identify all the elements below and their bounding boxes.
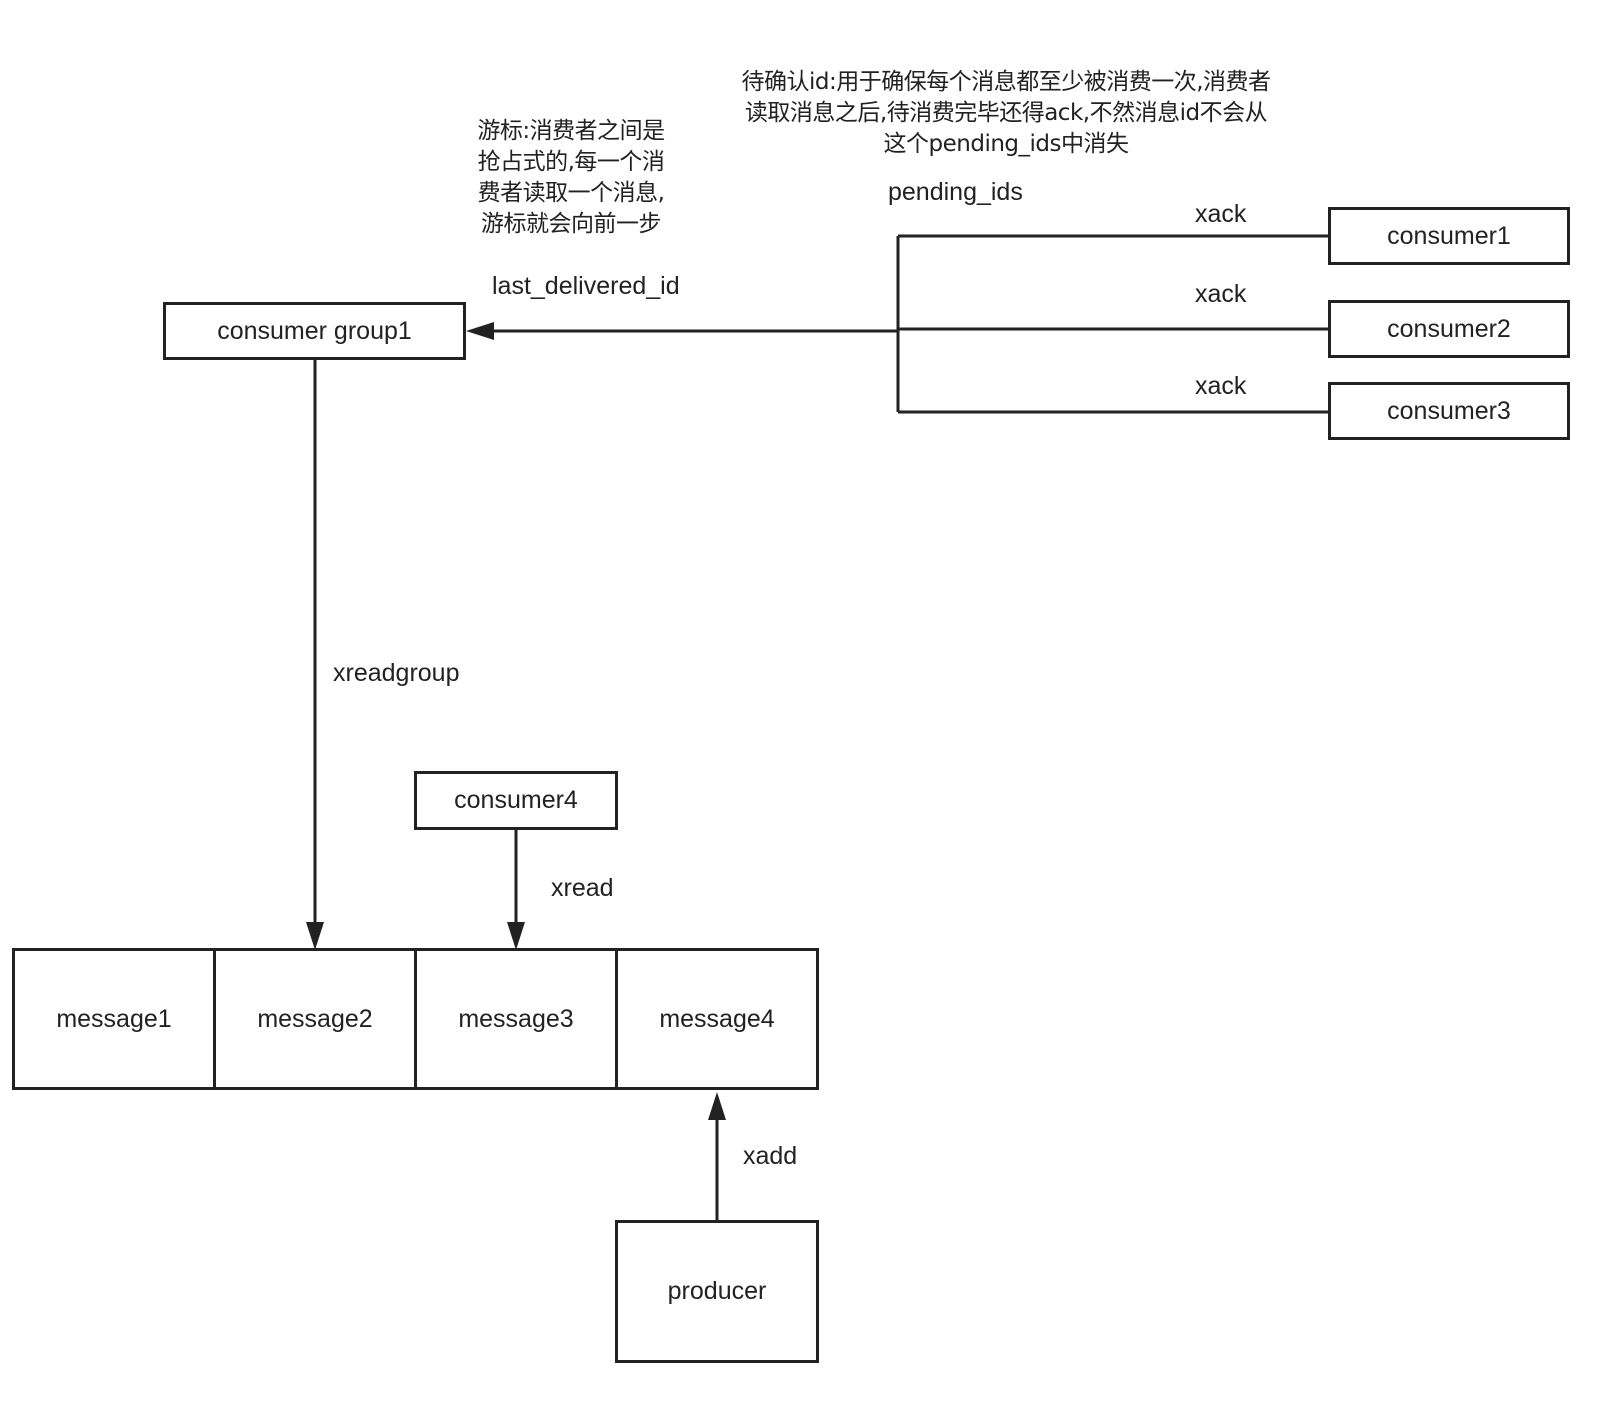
pending-note: 待确认id:用于确保每个消息都至少被消费一次,消费者 读取消息之后,待消费完毕还… bbox=[690, 67, 1322, 160]
producer-node: producer bbox=[615, 1220, 819, 1363]
message-cell: message4 bbox=[615, 948, 819, 1090]
consumer3-node: consumer3 bbox=[1328, 382, 1570, 440]
xadd-label: xadd bbox=[743, 1142, 798, 1170]
last-delivered-id-label: last_delivered_id bbox=[492, 272, 680, 300]
pending-ids-label: pending_ids bbox=[888, 178, 1023, 206]
xread-label: xread bbox=[551, 874, 614, 902]
message-cell: message3 bbox=[414, 948, 618, 1090]
cursor-note-line: 游标:消费者之间是 bbox=[477, 118, 665, 144]
cursor-note: 游标:消费者之间是 抢占式的,每一个消 费者读取一个消息, 游标就会向前一步 bbox=[455, 116, 687, 240]
xreadgroup-label: xreadgroup bbox=[333, 659, 460, 687]
xadd-arrowhead bbox=[708, 1092, 726, 1120]
cursor-note-line: 费者读取一个消息, bbox=[477, 180, 665, 206]
message-cell: message1 bbox=[12, 948, 216, 1090]
consumer1-node: consumer1 bbox=[1328, 207, 1570, 265]
pending-note-line: 待确认id:用于确保每个消息都至少被消费一次,消费者 bbox=[741, 69, 1271, 95]
consumer-group1-node: consumer group1 bbox=[163, 302, 466, 360]
pending-note-line: 读取消息之后,待消费完毕还得ack,不然消息id不会从 bbox=[744, 100, 1268, 126]
pending-note-line: 这个pending_ids中消失 bbox=[883, 131, 1129, 157]
consumer2-node: consumer2 bbox=[1328, 300, 1570, 358]
consumer4-node: consumer4 bbox=[414, 771, 618, 830]
message-cell: message2 bbox=[213, 948, 417, 1090]
xread-arrowhead bbox=[507, 922, 525, 950]
xack-label-consumer3: xack bbox=[1195, 372, 1247, 400]
xreadgroup-arrowhead bbox=[306, 922, 324, 950]
last-delivered-id-arrowhead bbox=[466, 322, 494, 340]
cursor-note-line: 抢占式的,每一个消 bbox=[477, 149, 665, 175]
xack-label-consumer1: xack bbox=[1195, 200, 1247, 228]
xack-label-consumer2: xack bbox=[1195, 280, 1247, 308]
cursor-note-line: 游标就会向前一步 bbox=[481, 211, 662, 237]
